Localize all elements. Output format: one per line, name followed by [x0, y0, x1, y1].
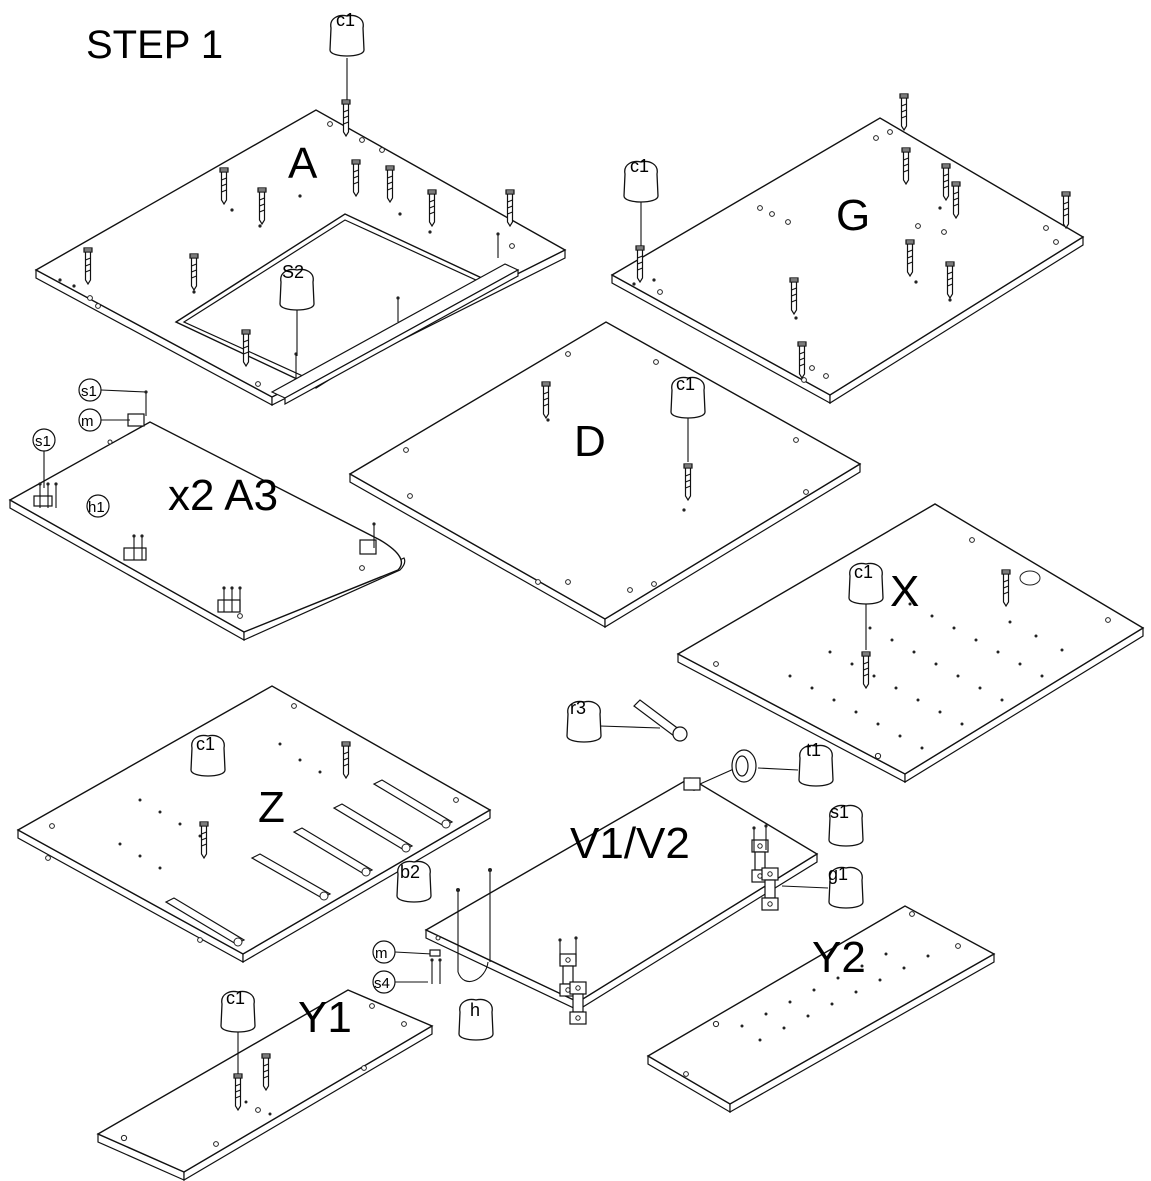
- hardware-bag-icon: s1: [828, 802, 864, 847]
- part-c1-label: c1: [336, 10, 355, 30]
- part-s1-label: s1: [81, 383, 97, 400]
- handle-icon: [456, 868, 492, 983]
- hardware-bag-icon: c1: [329, 10, 365, 100]
- rail-group: [164, 779, 454, 947]
- part-h1-label: h1: [88, 499, 105, 516]
- part-h1-callout: h1: [86, 494, 110, 518]
- part-c1-label-x: c1: [854, 562, 873, 582]
- step-title: STEP 1: [86, 23, 223, 67]
- panel-g: G c1: [610, 93, 1085, 405]
- part-c1-label-d: c1: [676, 374, 695, 394]
- part-s2-label: S2: [282, 262, 304, 282]
- part-t1-label: t1: [806, 740, 821, 760]
- part-r3-label: r3: [570, 698, 586, 718]
- hardware-bag-icon: c1: [670, 374, 706, 462]
- part-s1-label-2: s1: [35, 433, 51, 450]
- part-h-label: h: [470, 1000, 480, 1020]
- part-m-label: m: [81, 413, 94, 430]
- hardware-bag-icon: c1: [848, 562, 884, 650]
- hardware-bag-icon: h: [458, 998, 494, 1041]
- part-m-callout: m: [78, 408, 130, 432]
- panel-d-label: D: [574, 417, 606, 466]
- panel-a3: x2 A3 s1 m s1 h1: [8, 378, 406, 642]
- panel-z-label: Z: [258, 783, 285, 832]
- panel-v-label: V1/V2: [570, 819, 690, 868]
- part-s4-callout: s4: [372, 957, 443, 994]
- part-b2-label: b2: [400, 862, 420, 882]
- panel-z: Z c1 b2: [16, 685, 492, 964]
- part-s1-callout-left: s1: [32, 428, 56, 488]
- panel-d: D c1: [348, 321, 862, 629]
- bracket-icon: [683, 777, 701, 791]
- panel-g-label: G: [836, 191, 870, 240]
- part-s4-label: s4: [374, 975, 390, 992]
- panel-x: X c1: [676, 503, 1145, 784]
- part-m-label-v: m: [375, 945, 388, 962]
- panel-v: V1/V2 m s4 h r3: [372, 698, 864, 1041]
- part-c1-label-y1: c1: [226, 988, 245, 1008]
- part-c1-label-z: c1: [196, 734, 215, 754]
- hardware-bag-icon: c1: [623, 156, 659, 246]
- hardware-bag-icon: c1: [190, 734, 226, 777]
- hardware-bag-icon: S2: [279, 262, 315, 356]
- part-s1-label-v: s1: [830, 802, 849, 822]
- wrench-icon: r3: [566, 698, 688, 743]
- panel-y1: Y1 c1: [96, 988, 434, 1181]
- panel-a: A c1 S2: [34, 10, 567, 407]
- panel-y2-label: Y2: [812, 933, 866, 982]
- part-s1-callout-top: s1: [78, 378, 149, 417]
- panel-y1-label: Y1: [298, 993, 352, 1042]
- panel-x-label: X: [890, 567, 919, 616]
- part-m-callout-v: m: [372, 940, 441, 964]
- part-g1-label: g1: [828, 864, 848, 884]
- hardware-bag-icon: g1: [781, 864, 864, 909]
- hardware-bag-icon: c1: [220, 988, 256, 1074]
- panel-a-label: A: [288, 139, 318, 188]
- part-c1-label-g: c1: [630, 156, 649, 176]
- hardware-bag-icon: b2: [396, 860, 432, 903]
- wheel-icon: t1: [699, 740, 834, 787]
- panel-a3-label: x2 A3: [168, 471, 278, 520]
- panel-y2: Y2: [646, 905, 996, 1114]
